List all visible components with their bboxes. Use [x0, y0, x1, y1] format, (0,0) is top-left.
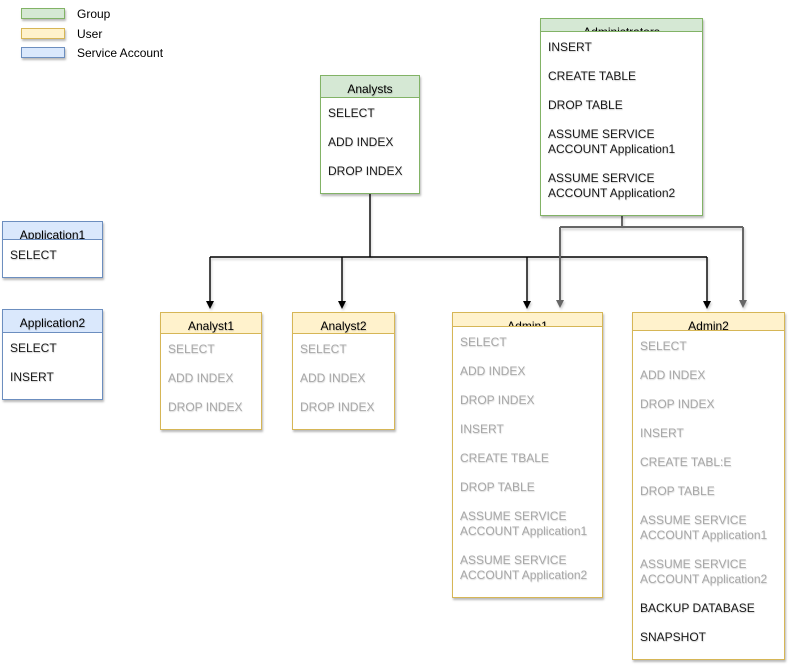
permission-item: ASSUME SERVICE ACCOUNT Application1 — [548, 127, 676, 156]
user-permissions-analyst1: SELECT ADD INDEX DROP INDEX — [160, 334, 262, 430]
user-title-admin1: Admin1 — [452, 312, 603, 327]
group-color-swatch — [21, 8, 65, 19]
permission-item: SELECT — [10, 248, 57, 262]
permission-item: CREATE TABL:E — [640, 455, 732, 469]
service-account-title-application1: Application1 — [2, 221, 103, 240]
legend-label-group: Group — [77, 6, 111, 21]
permission-item: DROP INDEX — [300, 400, 375, 414]
service-account-title-application2: Application2 — [2, 309, 103, 333]
permission-item: CREATE TABLE — [548, 69, 637, 83]
permission-item: SELECT — [300, 342, 347, 356]
permission-item: BACKUP DATABASE — [640, 601, 755, 615]
legend-row-user: User — [21, 26, 103, 41]
permission-item: SELECT — [460, 335, 507, 349]
group-box-analysts: Analysts SELECT ADD INDEX DROP INDEX — [320, 75, 420, 194]
permission-item: DROP TABLE — [460, 480, 535, 494]
permission-item: ADD INDEX — [168, 371, 234, 385]
connector-analysts-to-users — [206, 194, 711, 309]
permission-item: ADD INDEX — [300, 371, 366, 385]
user-permissions-analyst2: SELECT ADD INDEX DROP INDEX — [292, 334, 395, 430]
permission-item: DROP INDEX — [168, 400, 243, 414]
user-box-admin2: Admin2 SELECT ADD INDEX DROP INDEX INSERT CR… — [632, 312, 785, 660]
legend-label-service-account: Service Account — [77, 45, 164, 60]
user-box-analyst1: Analyst1 SELECT ADD INDEX DROP INDEX — [160, 312, 262, 430]
user-box-admin1: Admin1 SELECT ADD INDEX DROP INDEX INSERT CR… — [452, 312, 603, 598]
permission-item: ADD INDEX — [640, 368, 706, 382]
legend-label-user: User — [77, 26, 103, 41]
user-permissions-admin1: SELECT ADD INDEX DROP INDEX INSERT CREATE TB… — [452, 327, 603, 598]
permission-item: ASSUME SERVICE ACCOUNT Application2 — [460, 553, 588, 582]
connector-administrators-to-admins — [556, 216, 747, 308]
user-box-analyst2: Analyst2 SELECT ADD INDEX DROP INDEX — [292, 312, 395, 430]
user-color-swatch — [21, 28, 65, 39]
permission-item: ASSUME SERVICE ACCOUNT Application2 — [548, 171, 676, 200]
user-title-admin2: Admin2 — [632, 312, 785, 331]
legend-row-service-account: Service Account — [21, 45, 164, 60]
permission-item: INSERT — [640, 426, 684, 440]
permission-item: SELECT — [168, 342, 215, 356]
user-permissions-admin2: SELECT ADD INDEX DROP INDEX INSERT CREATE TA… — [632, 331, 785, 660]
permission-item: INSERT — [460, 422, 504, 436]
permission-item: SELECT — [640, 339, 687, 353]
service-account-permissions-application2: SELECT INSERT — [2, 333, 103, 400]
service-account-box-application2: Application2 SELECT INSERT — [2, 309, 103, 400]
group-permissions-analysts: SELECT ADD INDEX DROP INDEX — [320, 98, 420, 194]
permission-item: ADD INDEX — [328, 135, 394, 149]
permission-item: SELECT — [328, 106, 375, 120]
user-title-analyst2: Analyst2 — [292, 312, 395, 334]
group-title-administrators: Administrators — [540, 18, 703, 32]
service-account-permissions-application1: SELECT — [2, 240, 103, 278]
group-permissions-administrators: INSERT CREATE TABLE DROP TABLE ASSUME SERVI… — [540, 32, 703, 216]
permission-item: SNAPSHOT — [640, 630, 707, 644]
permission-item: DROP INDEX — [460, 393, 535, 407]
permission-item: ASSUME SERVICE ACCOUNT Application2 — [640, 557, 768, 586]
permission-item: DROP INDEX — [328, 164, 403, 178]
permission-item: CREATE TBALE — [460, 451, 549, 465]
permission-item: DROP TABLE — [640, 484, 715, 498]
permission-item: ASSUME SERVICE ACCOUNT Application1 — [460, 509, 588, 538]
permission-item: ADD INDEX — [460, 364, 526, 378]
group-title-analysts: Analysts — [320, 75, 420, 98]
permission-item: DROP TABLE — [548, 98, 623, 112]
service-account-color-swatch — [21, 47, 65, 58]
user-title-analyst1: Analyst1 — [160, 312, 262, 334]
permission-item: DROP INDEX — [640, 397, 715, 411]
group-box-administrators: Administrators INSERT CREATE TABLE DROP TA… — [540, 18, 703, 216]
service-account-box-application1: Application1 SELECT — [2, 221, 103, 278]
permission-item: ASSUME SERVICE ACCOUNT Application1 — [640, 513, 768, 542]
permission-item: INSERT — [548, 40, 592, 54]
legend-row-group: Group — [21, 6, 111, 21]
permission-item: SELECT — [10, 341, 57, 355]
permission-item: INSERT — [10, 370, 54, 384]
